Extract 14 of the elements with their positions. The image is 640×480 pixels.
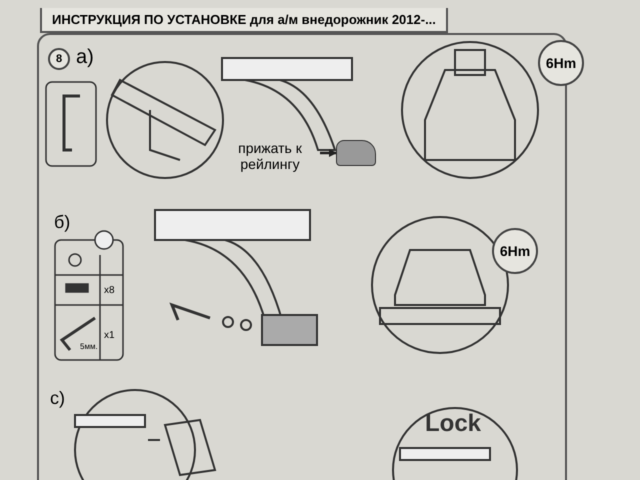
step-letter: б) (54, 212, 70, 233)
quantity-label: x8 (104, 285, 115, 296)
step-letter: c) (50, 388, 65, 409)
quantity-label: x1 (104, 330, 115, 341)
foot-pad-drawing (336, 140, 376, 166)
size-label: 5мм. (80, 342, 98, 351)
lock-label: Lock (425, 410, 482, 438)
step-letter: а) (76, 46, 94, 69)
arrow (320, 149, 337, 157)
torque-value: 6Hm (538, 40, 584, 86)
step-number: 8 (48, 48, 70, 70)
instruction-text: прижать к рейлингу (220, 138, 320, 174)
title: ИНСТРУКЦИЯ ПО УСТАНОВКЕ для а/м внедорожник 2012-... (40, 8, 448, 33)
torque-value: 6Hm (492, 228, 538, 274)
